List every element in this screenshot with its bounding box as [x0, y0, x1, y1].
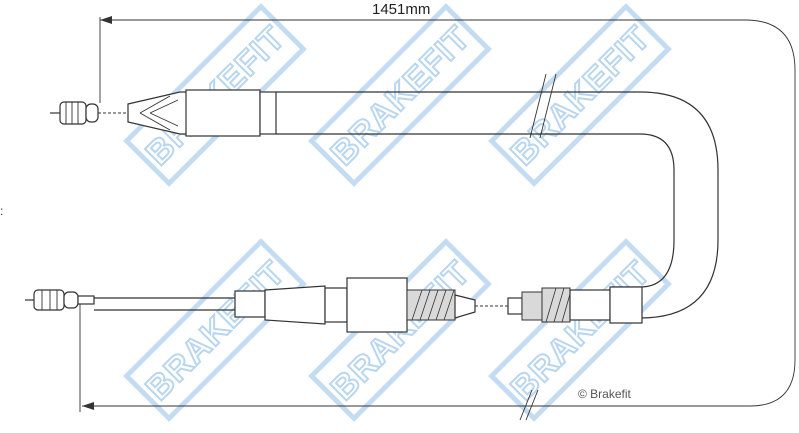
watermark-text: BRAKEFIT: [504, 19, 658, 173]
bottom-assembly: [25, 277, 643, 333]
copyright-text: © Brakefit: [578, 387, 631, 401]
watermark-text: BRAKEFIT: [324, 19, 478, 173]
top-cable: [276, 73, 719, 319]
edge-mark: :: [0, 204, 3, 218]
dimension-label: 1451mm: [372, 1, 431, 18]
watermark-text: BRAKEFIT: [504, 254, 658, 408]
watermark-text: BRAKEFIT: [139, 254, 293, 408]
top-end-fitting: [50, 89, 277, 137]
dimension-line: [79, 16, 796, 421]
watermark-group: BRAKEFIT BRAKEFIT BRAKEFIT BRAKEFIT BRAK…: [123, 3, 672, 422]
